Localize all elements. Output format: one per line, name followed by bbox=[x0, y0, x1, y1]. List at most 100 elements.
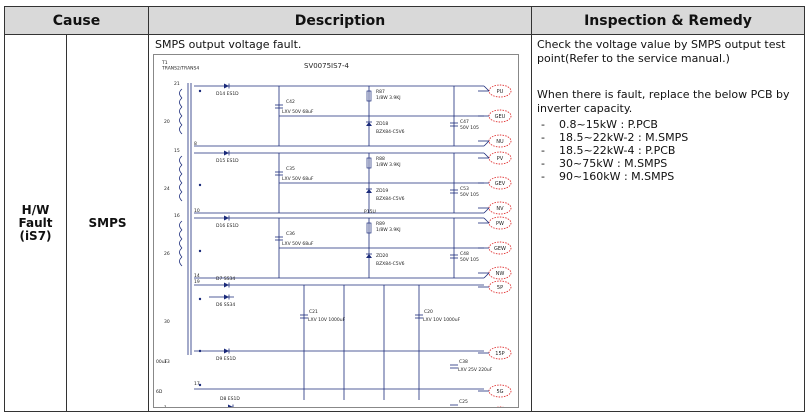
header-remedy: Inspection & Remedy bbox=[531, 6, 805, 35]
winding bbox=[179, 191, 183, 202]
cap-label: LXV 50V 68uF bbox=[282, 109, 314, 115]
test-point-label: GEW bbox=[494, 246, 506, 252]
winding bbox=[179, 173, 183, 184]
header-cause: Cause bbox=[4, 6, 149, 35]
winding-dot bbox=[198, 249, 202, 253]
zener-label: BZX84-C5V6 bbox=[376, 129, 405, 135]
resistor-label: R87 bbox=[376, 89, 385, 95]
diode-label: D9 ES1D bbox=[216, 356, 236, 362]
test-point-label: NU bbox=[496, 139, 504, 145]
cap-label: C35 bbox=[286, 166, 295, 172]
winding-dot bbox=[198, 349, 202, 353]
winding bbox=[179, 106, 183, 117]
test-point-circle bbox=[488, 266, 512, 280]
cap-label: C21 bbox=[309, 309, 318, 315]
pin-number: 21 bbox=[174, 81, 180, 87]
diode-label: D15 ES1D bbox=[216, 158, 239, 164]
pin-number: 16 bbox=[174, 213, 180, 219]
left-partial-label: 6D bbox=[156, 389, 163, 395]
test-point-circle bbox=[488, 151, 512, 165]
winding bbox=[179, 238, 183, 249]
cause-cell: SMPS bbox=[66, 34, 149, 412]
cap-label: C42 bbox=[286, 99, 295, 105]
test-point-label: PW bbox=[496, 221, 504, 227]
resistor-label: 1/8W 3.9KJ bbox=[376, 162, 401, 168]
wire bbox=[483, 272, 490, 279]
diode bbox=[224, 150, 229, 156]
list-item: 18.5~22kW-4 : P.PCB bbox=[537, 144, 799, 157]
pcb-list: 0.8~15kW : P.PCB 18.5~22kW-2 : M.SMPS 18… bbox=[537, 118, 799, 183]
resistor-label: R88 bbox=[376, 156, 385, 162]
cap-label: 50V 105 bbox=[460, 125, 479, 131]
diode-label: D14 ES1D bbox=[216, 91, 239, 97]
pin-number: 8 bbox=[194, 141, 197, 147]
test-point-circle bbox=[488, 216, 512, 230]
fault-table: Cause Description Inspection & Remedy H/… bbox=[4, 6, 805, 412]
diode bbox=[228, 404, 233, 407]
resistor bbox=[366, 90, 372, 102]
resistor-label: 1/8W 3.9KJ bbox=[376, 95, 401, 101]
zener bbox=[366, 122, 372, 126]
zener bbox=[366, 189, 372, 193]
winding bbox=[179, 155, 183, 166]
test-point-label: PV bbox=[497, 156, 504, 162]
diode bbox=[224, 348, 229, 354]
diode-label: D7 SS34 bbox=[216, 276, 235, 282]
wire bbox=[483, 140, 490, 147]
remedy-intro: Check the voltage value by SMPS output t… bbox=[537, 38, 786, 65]
remedy-text: When there is fault, replace the below P… bbox=[537, 88, 790, 115]
test-point-label: 5P bbox=[497, 285, 503, 291]
test-point-circle bbox=[488, 109, 512, 123]
zener-label: BZX84-C5V6 bbox=[376, 261, 405, 267]
winding bbox=[179, 88, 183, 99]
cap-label: 50V 105 bbox=[460, 257, 479, 263]
resistor bbox=[366, 222, 372, 234]
winding bbox=[179, 256, 183, 267]
pin-number: 24 bbox=[164, 186, 170, 192]
pin-number: 14 bbox=[194, 273, 200, 279]
pin-number: 20 bbox=[164, 119, 170, 125]
cap-label: LXV 50V 68uF bbox=[282, 176, 314, 182]
test-point-circle bbox=[488, 241, 512, 255]
wire bbox=[483, 217, 490, 224]
pin-number: 10 bbox=[194, 208, 200, 214]
zener-label: BZX84-C5V6 bbox=[376, 196, 405, 202]
winding bbox=[179, 124, 183, 135]
pin-number: 26 bbox=[164, 251, 170, 257]
cap-label: C53 bbox=[460, 186, 469, 192]
cap-label: 50V 105 bbox=[460, 192, 479, 198]
cap-label: LXV 50V 68uF bbox=[282, 241, 314, 247]
cap-label: C47 bbox=[460, 119, 469, 125]
test-point-label: 15P bbox=[495, 351, 504, 357]
diode-label: D6 SS34 bbox=[216, 302, 235, 308]
header-description: Description bbox=[148, 6, 532, 35]
table-row: H/W Fault (iS7) SMPS SMPS output voltage… bbox=[4, 34, 805, 412]
cap-label: C20 bbox=[424, 309, 433, 315]
list-item: 0.8~15kW : P.PCB bbox=[537, 118, 799, 131]
resistor-label: R89 bbox=[376, 221, 385, 227]
schematic-title: SV0075IS7-4 bbox=[304, 62, 350, 70]
list-item: 30~75kW : M.SMPS bbox=[537, 157, 799, 170]
diode bbox=[224, 83, 229, 89]
pin-number: 17 bbox=[194, 381, 200, 387]
net-label: P15U bbox=[364, 209, 376, 215]
diode-label: D16 ES1D bbox=[216, 223, 239, 229]
test-point-label: NW bbox=[496, 271, 505, 277]
list-item: 90~160kW : M.SMPS bbox=[537, 170, 799, 183]
resistor bbox=[366, 157, 372, 169]
fault-type-cell: H/W Fault (iS7) bbox=[4, 34, 67, 412]
test-point-label: PU bbox=[497, 89, 504, 95]
transformer-label: TRANS2/TRANS4 bbox=[161, 66, 199, 72]
test-point-circle bbox=[488, 84, 512, 98]
cap-label: LXV 10V 1000uF bbox=[423, 317, 461, 323]
resistor-label: 1/8W 3.9KJ bbox=[376, 227, 401, 233]
winding bbox=[179, 97, 183, 108]
winding bbox=[179, 247, 183, 258]
description-text: SMPS output voltage fault. bbox=[155, 38, 302, 51]
cap-label: LXV 25V 220uF bbox=[458, 367, 493, 373]
header-row: Cause Description Inspection & Remedy bbox=[4, 6, 805, 35]
test-point-circle bbox=[488, 384, 512, 398]
pin-number: 19 bbox=[194, 279, 200, 285]
